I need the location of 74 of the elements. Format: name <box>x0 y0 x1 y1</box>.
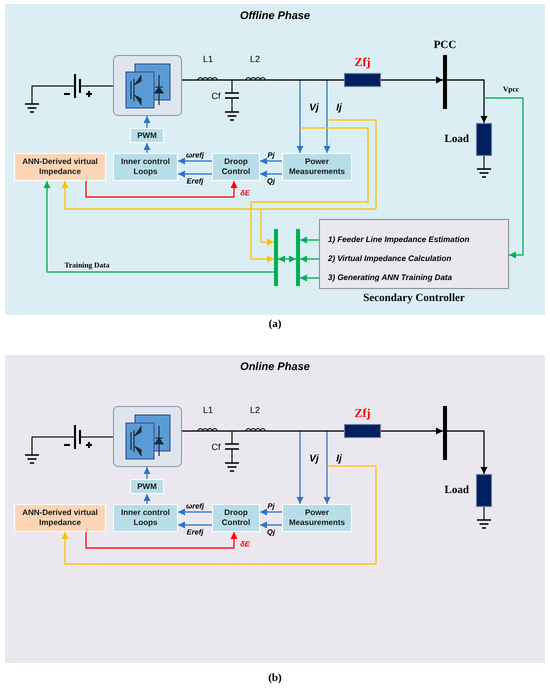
signal-arrow <box>62 465 377 565</box>
signal-arrow <box>300 236 319 244</box>
control-block: ANN-Derived virtual Impedance <box>14 153 106 181</box>
signal-label: Vj <box>309 454 319 464</box>
figure-label: (a) <box>268 318 282 330</box>
task-item: 1) Feeder Line Impedance Estimation <box>328 235 470 244</box>
signal-arrow <box>300 256 319 262</box>
signal-arrow <box>324 431 330 504</box>
signal-arrow <box>250 127 369 262</box>
component-label: L2 <box>250 405 260 415</box>
panel-background <box>5 4 545 315</box>
control-block: Inner control Loops <box>113 153 178 181</box>
control-block: ANN-Derived virtual Impedance <box>14 504 106 532</box>
signal-arrow <box>296 80 304 153</box>
component-label: Cf <box>212 91 220 101</box>
panel-title: Online Phase <box>240 361 310 373</box>
signal-arrow <box>447 430 488 474</box>
control-block: Power Measurements <box>282 504 352 532</box>
component-label: L1 <box>203 405 213 415</box>
impedance-label: Zfj <box>354 406 370 421</box>
signal-arrow <box>324 80 330 153</box>
signal-arrow <box>484 97 524 258</box>
connector-line <box>182 430 344 432</box>
signal-label: Ij <box>336 102 342 114</box>
signal-arrow <box>144 467 150 479</box>
signal-arrow <box>144 143 150 153</box>
signal-arrow <box>260 522 282 528</box>
impedance-label: Zfj <box>354 55 370 70</box>
control-block: Droop Control <box>212 504 260 532</box>
signal-arrow <box>44 181 274 273</box>
signal-arrow <box>85 532 238 549</box>
signal-arrow <box>144 494 150 504</box>
signal-arrow <box>178 508 212 516</box>
signal-arrow <box>62 119 377 210</box>
figure-label: (b) <box>268 672 282 684</box>
signal-arrow <box>85 181 238 198</box>
signal-arrow <box>144 116 150 128</box>
signal-arrow <box>381 76 443 84</box>
bus-bar <box>274 229 278 286</box>
component-label: L1 <box>203 54 213 64</box>
component-label: Cf <box>212 442 220 452</box>
converter-box <box>113 406 182 467</box>
bus-label: PCC <box>434 39 456 51</box>
control-block: Power Measurements <box>282 153 352 181</box>
converter-box <box>113 55 182 116</box>
signal-label: Ij <box>336 454 342 464</box>
control-block: PWM <box>130 479 164 494</box>
panel-background <box>5 355 545 663</box>
bus-bar <box>296 229 300 286</box>
control-block: PWM <box>130 128 164 143</box>
bus-bar <box>443 406 447 460</box>
controller-caption: Secondary Controller <box>363 292 465 304</box>
signal-arrow <box>260 158 282 164</box>
control-block: Droop Control <box>212 153 260 181</box>
task-item: 2) Virtual Impedance Calculation <box>328 254 452 263</box>
signal-arrow <box>260 209 274 246</box>
control-block: Inner control Loops <box>113 504 178 532</box>
load-label: Load <box>444 133 469 145</box>
load-label: Load <box>444 484 469 496</box>
signal-arrow <box>178 522 212 528</box>
connector-line <box>182 79 344 81</box>
signal-arrow <box>260 508 282 516</box>
signal-arrow <box>447 79 488 123</box>
signal-arrow <box>178 158 212 164</box>
signal-arrow <box>178 170 212 178</box>
signal-arrow <box>260 170 282 178</box>
panel-title: Offline Phase <box>240 10 310 22</box>
component-label: L2 <box>250 54 260 64</box>
signal-label: Vj <box>309 102 319 114</box>
double-arrow <box>278 256 296 262</box>
signal-arrow <box>300 274 319 282</box>
signal-arrow <box>296 431 304 504</box>
signal-arrow <box>381 428 443 434</box>
task-item: 3) Generating ANN Training Data <box>328 273 452 282</box>
